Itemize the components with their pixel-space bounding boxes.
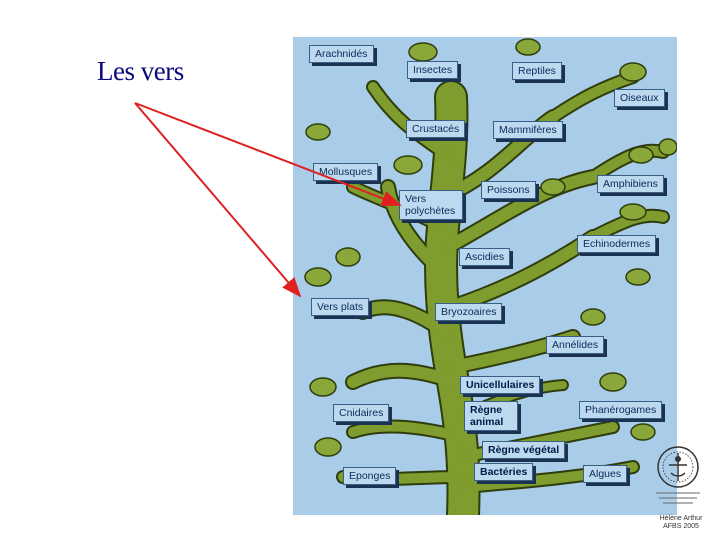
- label-reptiles: Reptiles: [512, 62, 562, 80]
- leaf-bud: [305, 123, 331, 141]
- leaf-bud: [658, 138, 677, 156]
- leaf-bud: [630, 423, 656, 441]
- author-credit: Hélène Arthur AFBS 2005: [659, 515, 703, 530]
- label-bryozoaires: Bryozoaires: [435, 303, 503, 321]
- label-vers-polychetes: Vers polychètes: [399, 190, 463, 220]
- label-mammiferes: Mammifères: [493, 121, 563, 139]
- society-seal-logo: [656, 446, 700, 504]
- branch-fill: [357, 301, 457, 343]
- leaf-bud: [335, 247, 361, 267]
- label-mollusques: Mollusques: [313, 163, 379, 181]
- leaf-bud: [580, 308, 606, 326]
- branch-fill: [348, 421, 466, 442]
- leaf-bud: [625, 268, 651, 286]
- branch-fill: [442, 171, 599, 253]
- label-amphibiens: Amphibiens: [597, 175, 664, 193]
- branch-fill: [347, 364, 459, 388]
- label-arachnides: Arachnidés: [309, 45, 374, 63]
- label-algues: Algues: [583, 465, 628, 483]
- leaf-bud: [304, 267, 332, 287]
- label-ascidies: Ascidies: [459, 248, 511, 266]
- branch-fill: [368, 82, 455, 162]
- label-annelides: Annélides: [546, 336, 605, 354]
- leaf-bud: [393, 155, 423, 175]
- leaf-bud: [314, 437, 342, 457]
- label-phanerogames: Phanérogames: [579, 401, 663, 419]
- leaf-bud: [619, 203, 647, 221]
- leaf-bud: [408, 42, 438, 62]
- label-regne-vegetal: Règne végétal: [482, 441, 566, 459]
- branch-fill: [548, 72, 638, 122]
- leaf-bud: [515, 38, 541, 56]
- leaf-bud: [309, 377, 337, 397]
- label-bacteries: Bactéries: [474, 463, 534, 481]
- label-insectes: Insectes: [407, 61, 459, 79]
- arrow-to-vers-plats: [134, 102, 302, 298]
- label-vers-plats: Vers plats: [311, 298, 370, 316]
- slide-title: Les vers: [97, 56, 184, 86]
- tree-of-life-illustration: Arachnidés Insectes Reptiles Oiseaux Cru…: [293, 37, 677, 515]
- label-unicellulaires: Unicellulaires: [460, 376, 541, 394]
- label-oiseaux: Oiseaux: [614, 89, 665, 107]
- leaf-bud: [628, 146, 654, 164]
- label-echinodermes: Echinodermes: [577, 235, 657, 253]
- label-crustaces: Crustacés: [406, 120, 466, 138]
- label-eponges: Eponges: [343, 467, 397, 485]
- label-regne-animal: Règne animal: [464, 401, 518, 431]
- leaf-bud: [619, 62, 647, 82]
- label-poissons: Poissons: [481, 181, 536, 199]
- leaf-bud: [540, 178, 566, 196]
- label-cnidaires: Cnidaires: [333, 404, 390, 422]
- leaf-bud: [599, 372, 627, 392]
